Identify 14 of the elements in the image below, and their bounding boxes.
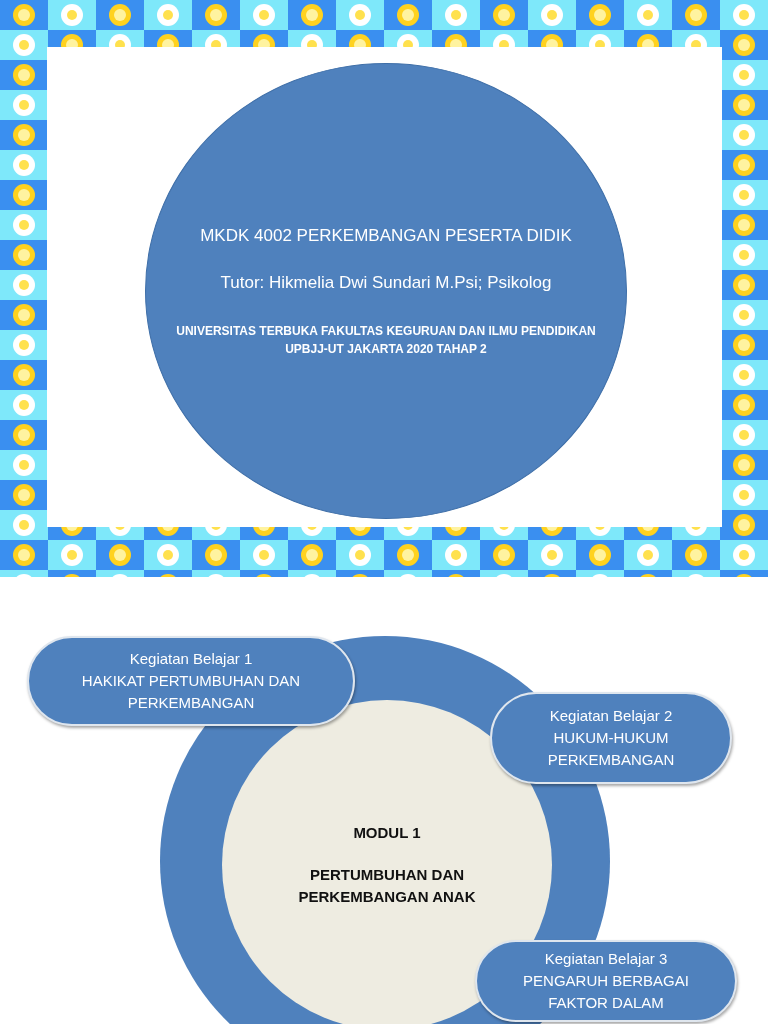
topic-title: PENGARUH BERBAGAI FAKTOR DALAM [522, 971, 690, 1013]
topic-pill [490, 692, 732, 784]
topic-pill [475, 940, 737, 1022]
module-label: MODUL 1 [353, 823, 421, 844]
title-text: MKDK 4002 PERKEMBANGAN PESERTA DIDIK [200, 224, 572, 247]
topic-title: HUKUM-HUKUM PERKEMBANGAN [546, 728, 676, 770]
topic-label: Kegiatan Belajar 3 [544, 949, 668, 970]
topic-label: Kegiatan Belajar 2 [549, 706, 673, 727]
topic-title: HAKIKAT PERTUMBUHAN DAN PERKEMBANGAN [80, 671, 302, 713]
topic-label: Kegiatan Belajar 1 [129, 649, 253, 670]
topic-pill [27, 636, 355, 726]
institution-text: UNIVERSITAS TERBUKA FAKULTAS KEGURUAN DAN ILMU PENDIDIKAN UPBJJ-UT JAKARTA 2020 TAHAP 2 [176, 323, 596, 358]
module-title: PERTUMBUHAN DAN PERKEMBANGAN ANAK [297, 865, 477, 907]
tutor-text: Tutor: Hikmelia Dwi Sundari M.Psi; Psikolog [220, 271, 552, 294]
